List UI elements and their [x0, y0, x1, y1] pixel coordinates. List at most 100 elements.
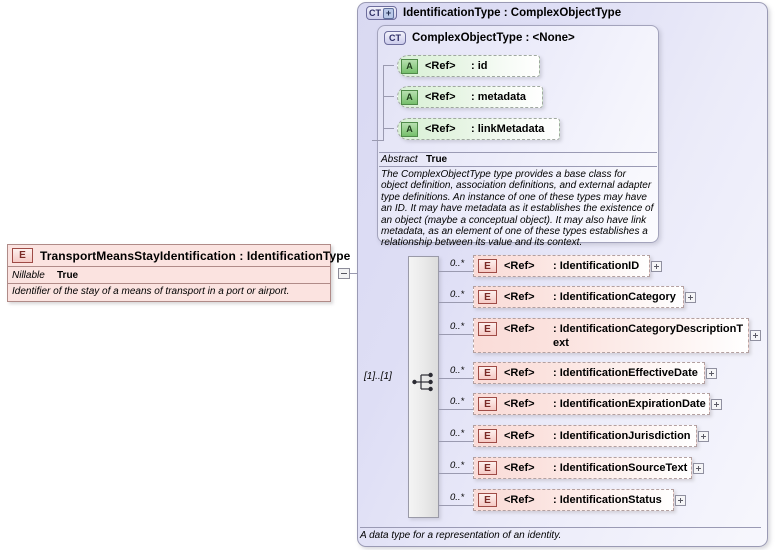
- connector-element: [439, 441, 473, 442]
- attribute-icon: A: [401, 58, 418, 74]
- root-element-facet-value: True: [57, 269, 79, 281]
- base-type-badge-text: CT: [389, 33, 401, 43]
- element-ref: <Ref>: [504, 323, 535, 335]
- expand-plus-icon[interactable]: +: [383, 7, 394, 19]
- attribute-name: : id: [471, 60, 488, 72]
- element-row-identificationeffectivedate[interactable]: E <Ref> : IdentificationEffectiveDate: [473, 362, 705, 384]
- base-type-facets: Abstract True The ComplexObjectType type…: [379, 152, 657, 249]
- root-element-facet-name: Nillable: [12, 269, 45, 281]
- element-row-identificationexpirationdate[interactable]: E <Ref> : IdentificationExpirationDate: [473, 393, 710, 415]
- occurrence-label: 0..*: [450, 365, 465, 376]
- expand-icon[interactable]: [693, 463, 704, 474]
- element-icon: E: [478, 429, 497, 443]
- element-name: : IdentificationJurisdiction: [553, 430, 691, 442]
- complex-type-icon[interactable]: CT+: [366, 6, 397, 20]
- attribute-ref: <Ref>: [425, 123, 456, 135]
- sequence-occurrence-label: [1]..[1]: [364, 371, 392, 382]
- attribute-name: : metadata: [471, 91, 527, 103]
- element-row-identificationid[interactable]: E <Ref> : IdentificationID: [473, 255, 650, 277]
- element-name: : IdentificationExpirationDate: [553, 398, 706, 410]
- base-type-facet-value: True: [426, 154, 448, 165]
- element-icon: E: [478, 397, 497, 411]
- element-row-identificationjurisdiction[interactable]: E <Ref> : IdentificationJurisdiction: [473, 425, 697, 447]
- occurrence-label: 0..*: [450, 492, 465, 503]
- attribute-ref: <Ref>: [425, 60, 456, 72]
- attribute-icon: A: [401, 89, 418, 105]
- root-element-box[interactable]: E TransportMeansStayIdentification : Ide…: [7, 244, 350, 302]
- element-ref: <Ref>: [504, 494, 535, 506]
- element-name: : IdentificationID: [553, 260, 640, 272]
- element-name: : IdentificationStatus: [553, 494, 662, 506]
- complex-type-header[interactable]: CT+ IdentificationType : ComplexObjectTy…: [366, 5, 621, 21]
- base-type-documentation: The ComplexObjectType type provides a ba…: [379, 166, 657, 249]
- element-name: : IdentificationCategoryDescriptionText: [553, 323, 744, 349]
- connector-element: [439, 334, 473, 335]
- element-ref: <Ref>: [504, 398, 535, 410]
- root-element-title: TransportMeansStayIdentification : Ident…: [40, 248, 351, 263]
- element-icon: E: [478, 461, 497, 475]
- element-row-identificationcategory[interactable]: E <Ref> : IdentificationCategory: [473, 286, 684, 308]
- connector-element: [439, 302, 473, 303]
- element-icon: E: [478, 259, 497, 273]
- occurrence-label: 0..*: [450, 460, 465, 471]
- attribute-tree-branch: [383, 128, 394, 129]
- element-row-identificationsourcetext[interactable]: E <Ref> : IdentificationSourceText: [473, 457, 692, 479]
- complex-type-badge-text: CT: [369, 8, 381, 18]
- expand-icon[interactable]: [711, 399, 722, 410]
- expand-icon[interactable]: [651, 261, 662, 272]
- occurrence-label: 0..*: [450, 396, 465, 407]
- complex-type-title: IdentificationType : ComplexObjectType: [403, 7, 622, 19]
- element-icon: E: [478, 290, 497, 304]
- expand-icon[interactable]: [685, 292, 696, 303]
- element-ref: <Ref>: [504, 260, 535, 272]
- base-type-icon[interactable]: CT: [384, 31, 406, 45]
- element-name: : IdentificationCategory: [553, 291, 676, 303]
- attribute-icon: A: [401, 121, 418, 137]
- sequence-compositor-bar[interactable]: [408, 256, 439, 518]
- sequence-compositor-icon[interactable]: [412, 372, 436, 392]
- element-icon: E: [478, 322, 497, 336]
- element-icon: E: [12, 248, 33, 263]
- connector-element: [439, 473, 473, 474]
- element-row-identificationcategorydescriptiontext[interactable]: E <Ref> : IdentificationCategoryDescript…: [473, 318, 749, 353]
- connector-element: [439, 271, 473, 272]
- root-element-documentation: Identifier of the stay of a means of tra…: [8, 283, 330, 298]
- connector-element: [439, 409, 473, 410]
- occurrence-label: 0..*: [450, 289, 465, 300]
- base-type-header[interactable]: CT ComplexObjectType : <None>: [384, 30, 575, 46]
- element-icon: E: [478, 366, 497, 380]
- attribute-tree-branch: [383, 65, 394, 66]
- connector-element: [439, 505, 473, 506]
- connector-element: [439, 378, 473, 379]
- element-ref: <Ref>: [504, 367, 535, 379]
- occurrence-label: 0..*: [450, 321, 465, 332]
- element-icon: E: [478, 493, 497, 507]
- attribute-tree-stem: [372, 140, 384, 141]
- collapse-toggle-icon[interactable]: [338, 268, 350, 279]
- element-ref: <Ref>: [504, 291, 535, 303]
- expand-icon[interactable]: [675, 495, 686, 506]
- attribute-name: : linkMetadata: [471, 123, 545, 135]
- element-name: : IdentificationEffectiveDate: [553, 367, 698, 379]
- occurrence-label: 0..*: [450, 258, 465, 269]
- expand-icon[interactable]: [706, 368, 717, 379]
- attribute-row-metadata[interactable]: A <Ref> : metadata: [397, 86, 543, 108]
- element-name: : IdentificationSourceText: [553, 462, 688, 474]
- element-ref: <Ref>: [504, 462, 535, 474]
- expand-icon[interactable]: [698, 431, 709, 442]
- base-type-facet-name: Abstract: [381, 154, 418, 165]
- attribute-tree-trunk: [383, 65, 384, 140]
- root-element-header: E TransportMeansStayIdentification : Ide…: [8, 245, 350, 266]
- occurrence-label: 0..*: [450, 428, 465, 439]
- attribute-row-linkmetadata[interactable]: A <Ref> : linkMetadata: [397, 118, 560, 140]
- element-ref: <Ref>: [504, 430, 535, 442]
- attribute-row-id[interactable]: A <Ref> : id: [397, 55, 540, 77]
- attribute-tree-branch: [383, 96, 394, 97]
- root-element-facet-row: Nillable True: [8, 266, 330, 283]
- expand-icon[interactable]: [750, 330, 761, 341]
- base-type-facet-row: Abstract True: [379, 152, 657, 166]
- attribute-ref: <Ref>: [425, 91, 456, 103]
- complex-type-documentation: A data type for a representation of an i…: [360, 527, 761, 541]
- base-type-title: ComplexObjectType : <None>: [412, 32, 575, 44]
- element-row-identificationstatus[interactable]: E <Ref> : IdentificationStatus: [473, 489, 674, 511]
